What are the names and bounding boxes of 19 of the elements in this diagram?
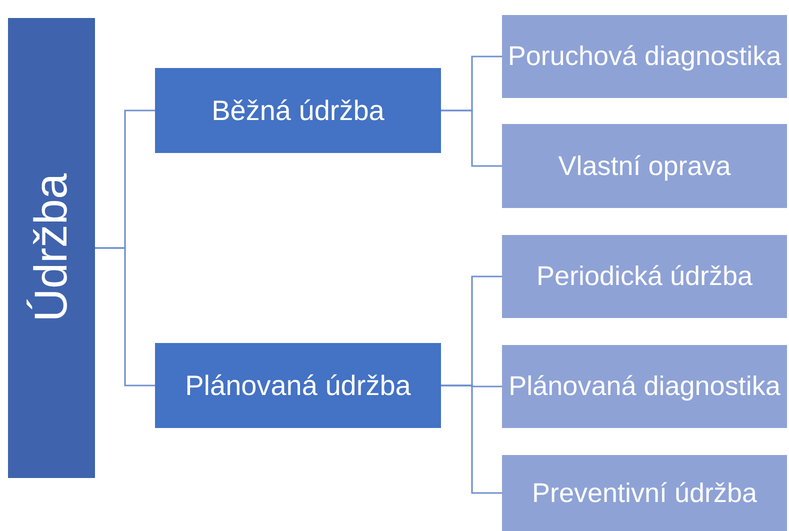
process-box — [8, 18, 95, 478]
process-box — [502, 235, 787, 318]
box-label: Periodická údržba — [536, 260, 753, 293]
box-label: Běžná údržba — [212, 94, 384, 128]
process-box — [502, 15, 787, 98]
box-label: Údržba — [24, 174, 78, 322]
connector-line — [441, 110, 502, 167]
box-label: Plánovaná údržba — [185, 368, 411, 402]
process-box — [502, 455, 787, 531]
box-label: Plánovaná diagnostika — [508, 370, 780, 403]
process-box — [502, 124, 787, 208]
box-label: Poruchová diagnostika — [508, 40, 782, 73]
process-box — [155, 343, 441, 428]
process-box — [502, 345, 787, 428]
connector-line — [441, 384, 502, 494]
process-box — [155, 68, 441, 153]
connector-line — [95, 247, 155, 386]
box-label: Vlastní oprava — [558, 150, 731, 182]
box-label: Preventivní údržba — [532, 476, 758, 510]
